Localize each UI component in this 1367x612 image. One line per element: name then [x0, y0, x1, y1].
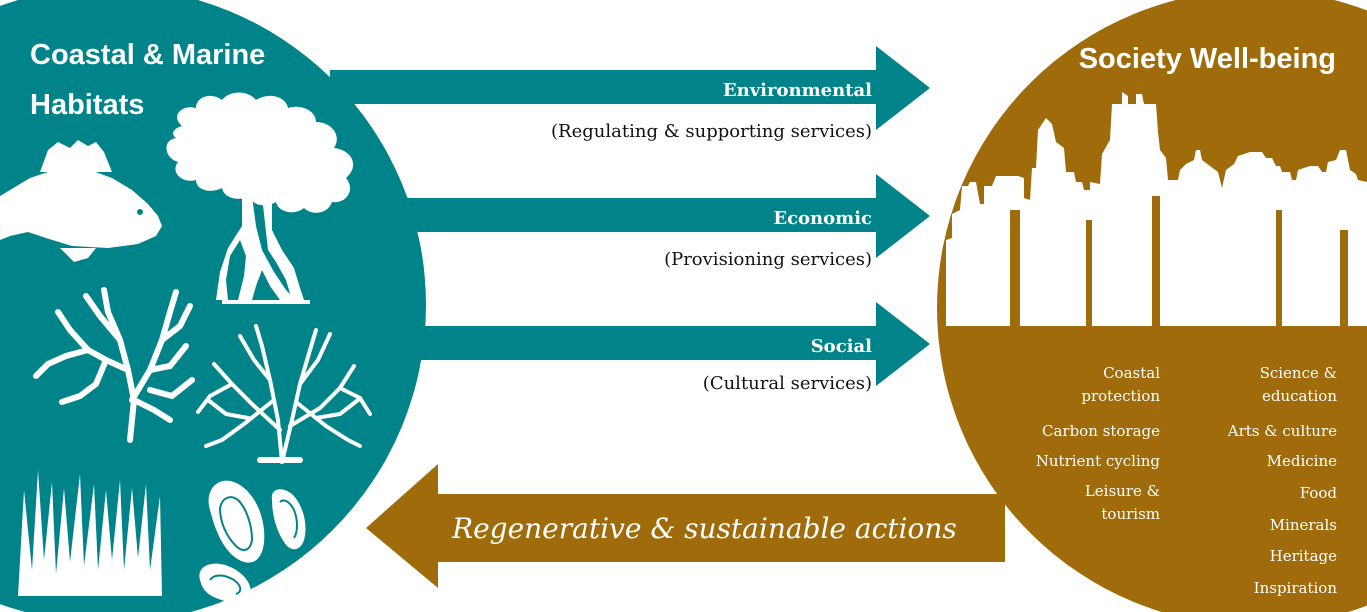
benefit-item: protection	[1081, 387, 1160, 405]
habitats-title-line2: Habitats	[30, 89, 144, 121]
benefit-item: Science &	[1260, 364, 1337, 382]
regenerative-arrow-label: Regenerative & sustainable actions	[451, 512, 957, 545]
benefits-right-column: Science & education Arts & culture Medic…	[1227, 364, 1338, 597]
economic-arrow: Economic (Provisioning services)	[380, 174, 930, 270]
oyster-icon	[199, 480, 306, 603]
environmental-arrow-shape	[330, 46, 930, 130]
social-arrow-label: Social	[811, 336, 872, 357]
social-arrow: Social (Cultural services)	[390, 302, 930, 394]
environmental-arrow-label: Environmental	[723, 80, 872, 101]
social-arrow-sublabel: (Cultural services)	[703, 373, 872, 394]
benefit-item: Leisure &	[1085, 482, 1160, 500]
benefit-item: Nutrient cycling	[1036, 452, 1161, 470]
fish-icon	[0, 140, 162, 262]
social-arrow-shape	[390, 302, 930, 386]
economic-arrow-sublabel: (Provisioning services)	[664, 249, 872, 270]
benefit-item: Coastal	[1103, 364, 1160, 382]
benefit-item: tourism	[1101, 505, 1160, 523]
society-title: Society Well-being	[1079, 43, 1336, 75]
mangrove-tree-icon	[166, 92, 354, 304]
seagrass-icon	[18, 470, 162, 596]
habitats-title-line1: Coastal & Marine	[30, 39, 265, 71]
coral-icon	[33, 287, 195, 443]
benefit-item: Heritage	[1270, 547, 1337, 565]
benefit-item: Food	[1300, 484, 1338, 502]
skyline-gap	[1340, 230, 1348, 326]
benefit-item: Inspiration	[1254, 579, 1338, 597]
economic-arrow-shape	[380, 174, 930, 258]
habitats-circle: Coastal & Marine Habitats	[0, 0, 426, 612]
benefits-left-column: Coastal protection Carbon storage Nutrie…	[1036, 364, 1161, 523]
benefit-item: Arts & culture	[1227, 422, 1337, 440]
environmental-arrow-sublabel: (Regulating & supporting services)	[551, 121, 872, 142]
skyline-gap	[1152, 196, 1160, 326]
regenerative-arrow: Regenerative & sustainable actions	[366, 464, 1005, 588]
benefit-item: Medicine	[1267, 452, 1337, 470]
society-circle: Society Well-being Coastal protection Ca…	[937, 0, 1367, 612]
benefit-item: Carbon storage	[1042, 422, 1160, 440]
regenerative-arrow-shape	[366, 464, 1005, 588]
skyline-gap	[1086, 220, 1092, 326]
benefit-item: Minerals	[1270, 516, 1337, 534]
skyline-gap	[1276, 210, 1282, 326]
skyline-gap	[1010, 210, 1020, 326]
economic-arrow-label: Economic	[773, 208, 872, 229]
seaweed-icon	[196, 324, 372, 464]
environmental-arrow: Environmental (Regulating & supporting s…	[330, 46, 930, 142]
benefit-item: education	[1262, 387, 1337, 405]
